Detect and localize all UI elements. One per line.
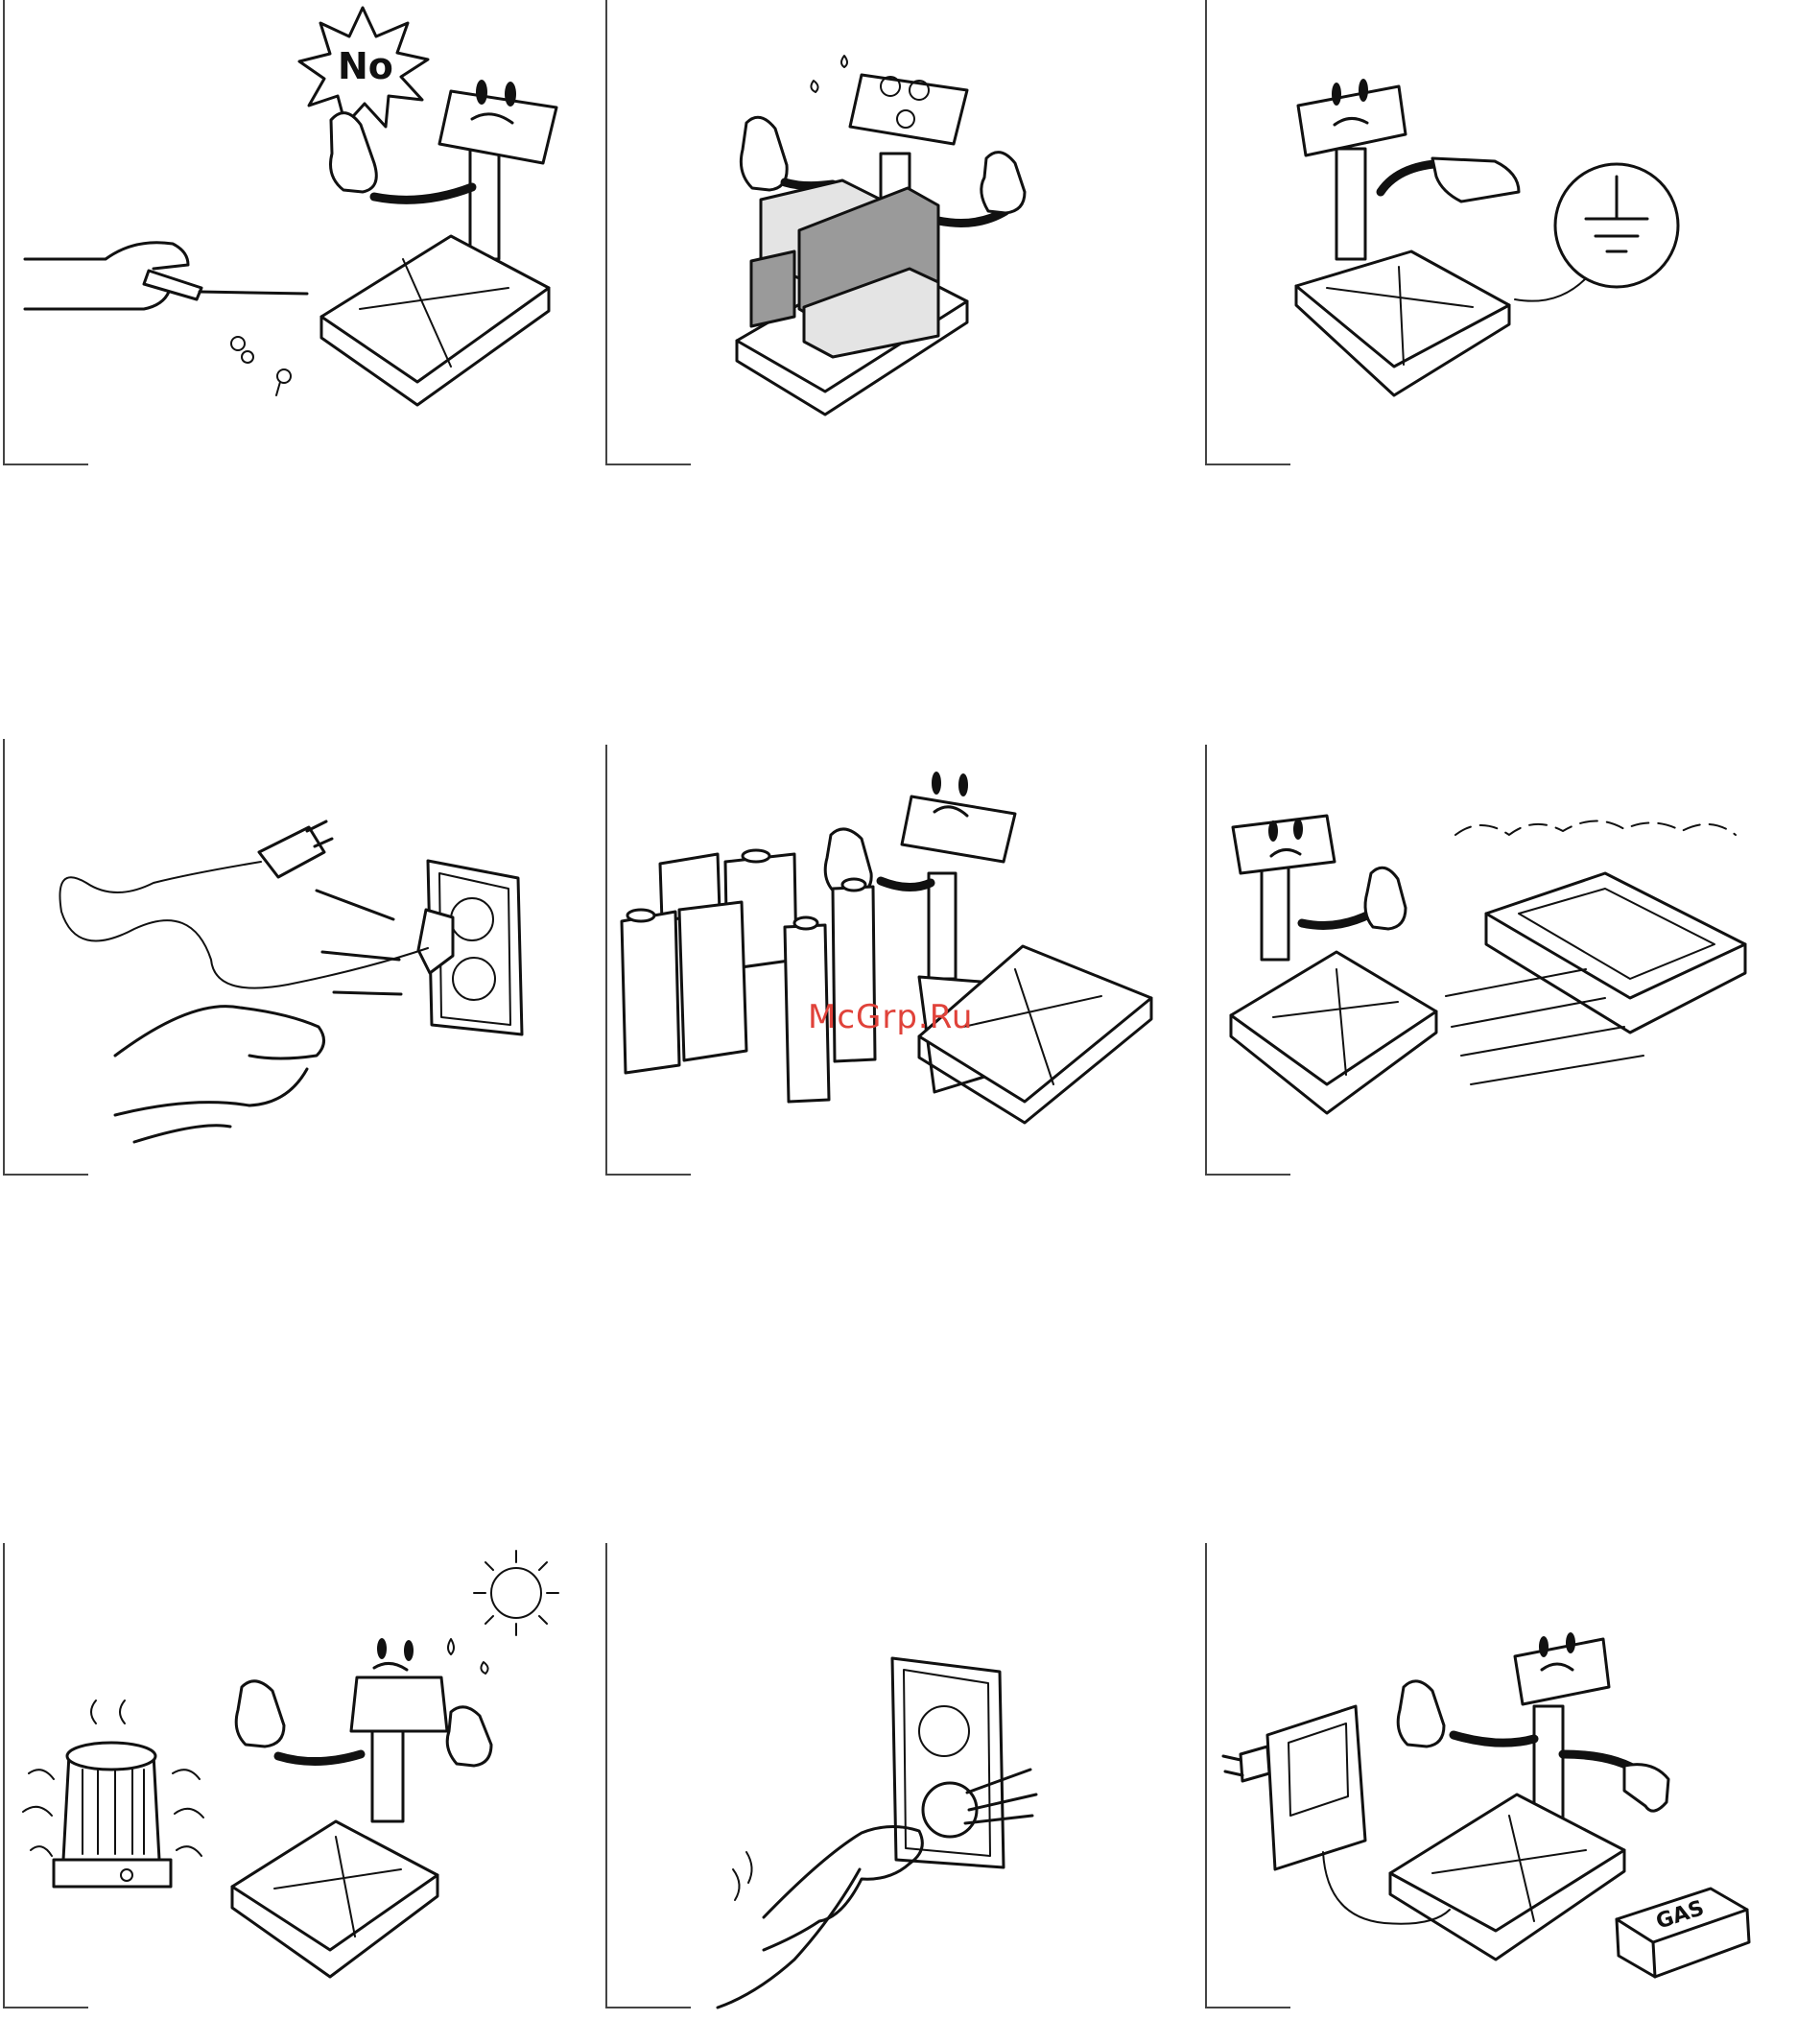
scale-illustration bbox=[321, 80, 556, 405]
watermark-text: McGrp.Ru bbox=[808, 998, 973, 1036]
panel-no-gas: GAS bbox=[1202, 1543, 1739, 2013]
chemical-containers-illustration bbox=[622, 850, 875, 1102]
sun-icon bbox=[474, 1551, 558, 1635]
panel-wet-hands bbox=[603, 1543, 1140, 2013]
panel-no-moisture bbox=[1202, 739, 1739, 1209]
panel-no-disassembly: No bbox=[0, 0, 537, 470]
panel-grounding bbox=[1202, 0, 1739, 470]
heater-illustration bbox=[23, 1700, 203, 1887]
no-sign-text: No bbox=[338, 45, 393, 87]
panel-no-heat bbox=[0, 1543, 537, 2013]
bathtub-illustration bbox=[1446, 820, 1745, 1084]
panel-no-overload bbox=[603, 0, 1140, 470]
panel-plug-cord bbox=[0, 739, 537, 1209]
hand-screwdriver-illustration bbox=[25, 243, 307, 395]
panel-chemicals bbox=[603, 739, 1140, 1209]
